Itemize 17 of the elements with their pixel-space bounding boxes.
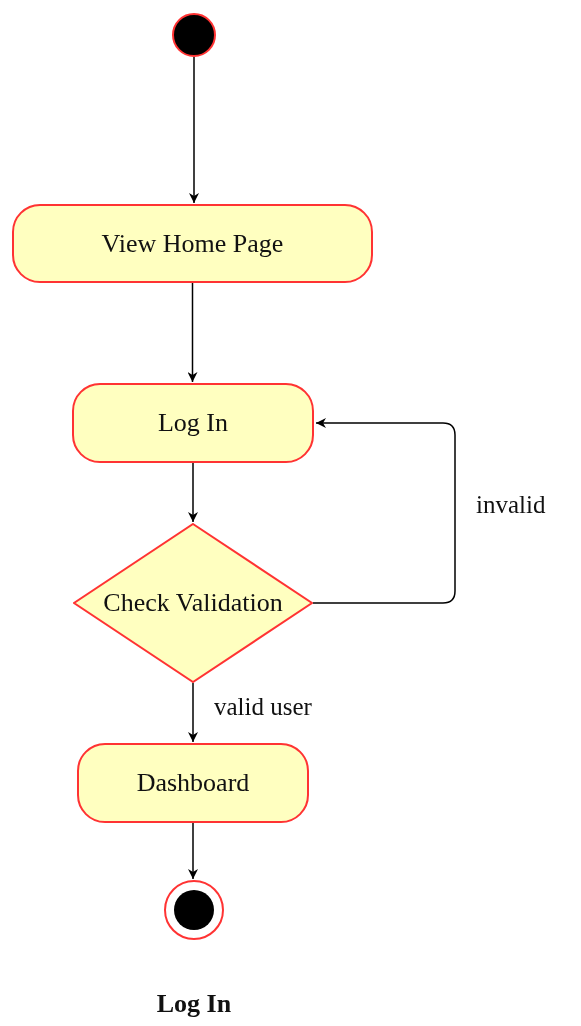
activity-box [77,743,309,823]
node-text: View Home Page [100,227,285,260]
arrow [188,682,198,743]
final-node [164,880,224,940]
arrow [312,418,456,604]
activity-box [12,204,373,283]
node-text: Check Validation [102,587,284,619]
arrow [187,282,198,383]
initial-node [172,13,216,57]
decision-diamond [73,523,313,683]
arrow [188,462,198,523]
node-text: Log In [156,407,229,439]
arrow [188,822,198,880]
arrow [189,56,199,204]
diagram-title: Log In [155,988,233,1020]
activity-box [72,383,314,463]
node-text: Dashboard [135,767,251,799]
